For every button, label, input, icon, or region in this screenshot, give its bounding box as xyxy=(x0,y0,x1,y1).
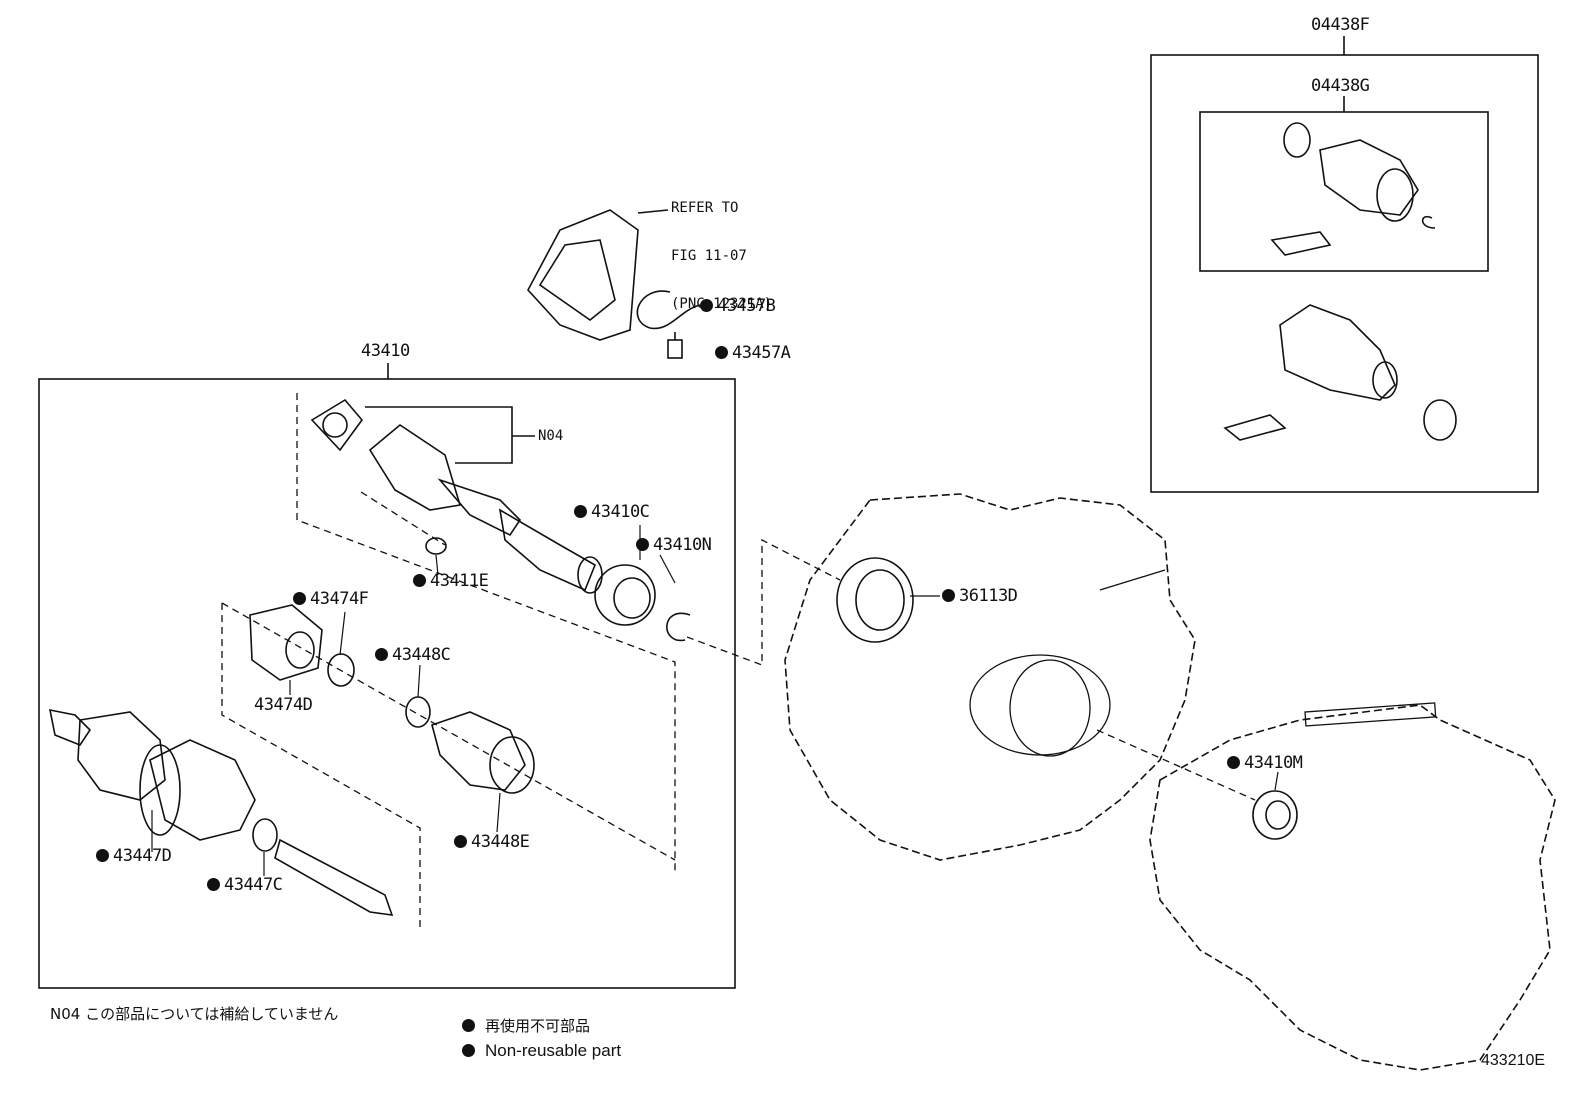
non-reusable-dot-icon xyxy=(942,589,955,602)
label-43457B: 43457B xyxy=(700,296,776,316)
non-reusable-dot-icon xyxy=(636,538,649,551)
legend-en: Non-reusable part xyxy=(462,1041,621,1061)
kit-box-04438F xyxy=(1150,54,1539,493)
legend-dot-icon xyxy=(462,1019,475,1032)
non-reusable-dot-icon xyxy=(1227,756,1240,769)
seal-43410M xyxy=(1252,790,1298,840)
refer-note: REFER TO FIG 11-07 (PNC 12321A) xyxy=(671,168,772,328)
label-43411E-text: 43411E xyxy=(430,571,489,591)
label-43410M: 43410M xyxy=(1227,753,1303,773)
non-reusable-dot-icon xyxy=(454,835,467,848)
kit-04438G-parts xyxy=(1270,122,1436,256)
legend-en-text: Non-reusable part xyxy=(485,1041,622,1060)
kit-04438F-parts xyxy=(1223,304,1457,441)
label-N04-tag: N04 xyxy=(538,428,564,444)
label-43410C-text: 43410C xyxy=(591,502,650,522)
refer-line-3: (PNC 12321A) xyxy=(671,296,773,312)
snap-ring-43411E xyxy=(425,537,447,555)
non-reusable-dot-icon xyxy=(574,505,587,518)
assembly-box-43410 xyxy=(38,378,736,989)
label-43448C-text: 43448C xyxy=(392,645,451,665)
label-43448E-text: 43448E xyxy=(471,832,530,852)
label-04438G: 04438G xyxy=(1311,76,1370,96)
label-43411E: 43411E xyxy=(413,571,489,591)
non-reusable-dot-icon xyxy=(715,346,728,359)
diagram-id: 433210E xyxy=(1481,1052,1546,1069)
label-43447C: 43447C xyxy=(207,875,283,895)
outer-joint-shaft xyxy=(48,708,394,916)
label-43410C: 43410C xyxy=(574,502,650,522)
transaxle-housing xyxy=(784,493,1556,1071)
refer-line-2: FIG 11-07 xyxy=(671,248,747,264)
label-43448C: 43448C xyxy=(375,645,451,665)
tripod-joint xyxy=(310,398,364,452)
ring-43410N xyxy=(666,612,691,642)
boot-43448E xyxy=(431,711,535,794)
footnote-n04: N04 この部品については補給していません xyxy=(50,1005,339,1023)
clamp-43474F xyxy=(327,653,355,687)
damper-43474D xyxy=(249,604,323,681)
dashed-group-inner-joint xyxy=(296,393,676,875)
label-43410M-text: 43410M xyxy=(1244,753,1303,773)
clip-43457B xyxy=(636,290,701,330)
label-43457B-text: 43457B xyxy=(717,296,776,316)
label-43474D: 43474D xyxy=(254,695,313,715)
label-43457A: 43457A xyxy=(715,343,791,363)
non-reusable-dot-icon xyxy=(413,574,426,587)
legend-jp: 再使用不可部品 xyxy=(462,1015,590,1036)
label-36113D-text: 36113D xyxy=(959,586,1018,606)
label-04438F: 04438F xyxy=(1311,15,1370,35)
label-36113D: 36113D xyxy=(942,586,1018,606)
label-43448E: 43448E xyxy=(454,832,530,852)
label-43457A-text: 43457A xyxy=(732,343,791,363)
label-43447C-text: 43447C xyxy=(224,875,283,895)
bolt-43457A xyxy=(667,332,683,359)
kit-box-04438G xyxy=(1199,111,1489,272)
non-reusable-dot-icon xyxy=(293,592,306,605)
label-43410N: 43410N xyxy=(636,535,712,555)
non-reusable-dot-icon xyxy=(375,648,388,661)
legend-dot-icon xyxy=(462,1044,475,1057)
label-43474F: 43474F xyxy=(293,589,369,609)
seal-36113D xyxy=(836,557,914,643)
clamp-43448C xyxy=(405,696,431,728)
label-43410: 43410 xyxy=(361,341,410,361)
label-43410N-text: 43410N xyxy=(653,535,712,555)
bracket-12321A xyxy=(527,209,669,341)
dashed-group-outer-joint xyxy=(221,603,421,930)
legend-jp-text: 再使用不可部品 xyxy=(485,1017,591,1035)
non-reusable-dot-icon xyxy=(96,849,109,862)
refer-line-1: REFER TO xyxy=(671,200,739,216)
label-43474F-text: 43474F xyxy=(310,589,369,609)
label-43447D: 43447D xyxy=(96,846,172,866)
non-reusable-dot-icon xyxy=(207,878,220,891)
non-reusable-dot-icon xyxy=(700,299,713,312)
inner-joint-housing xyxy=(368,424,603,594)
bearing-43410C xyxy=(594,564,656,626)
label-43447D-text: 43447D xyxy=(113,846,172,866)
